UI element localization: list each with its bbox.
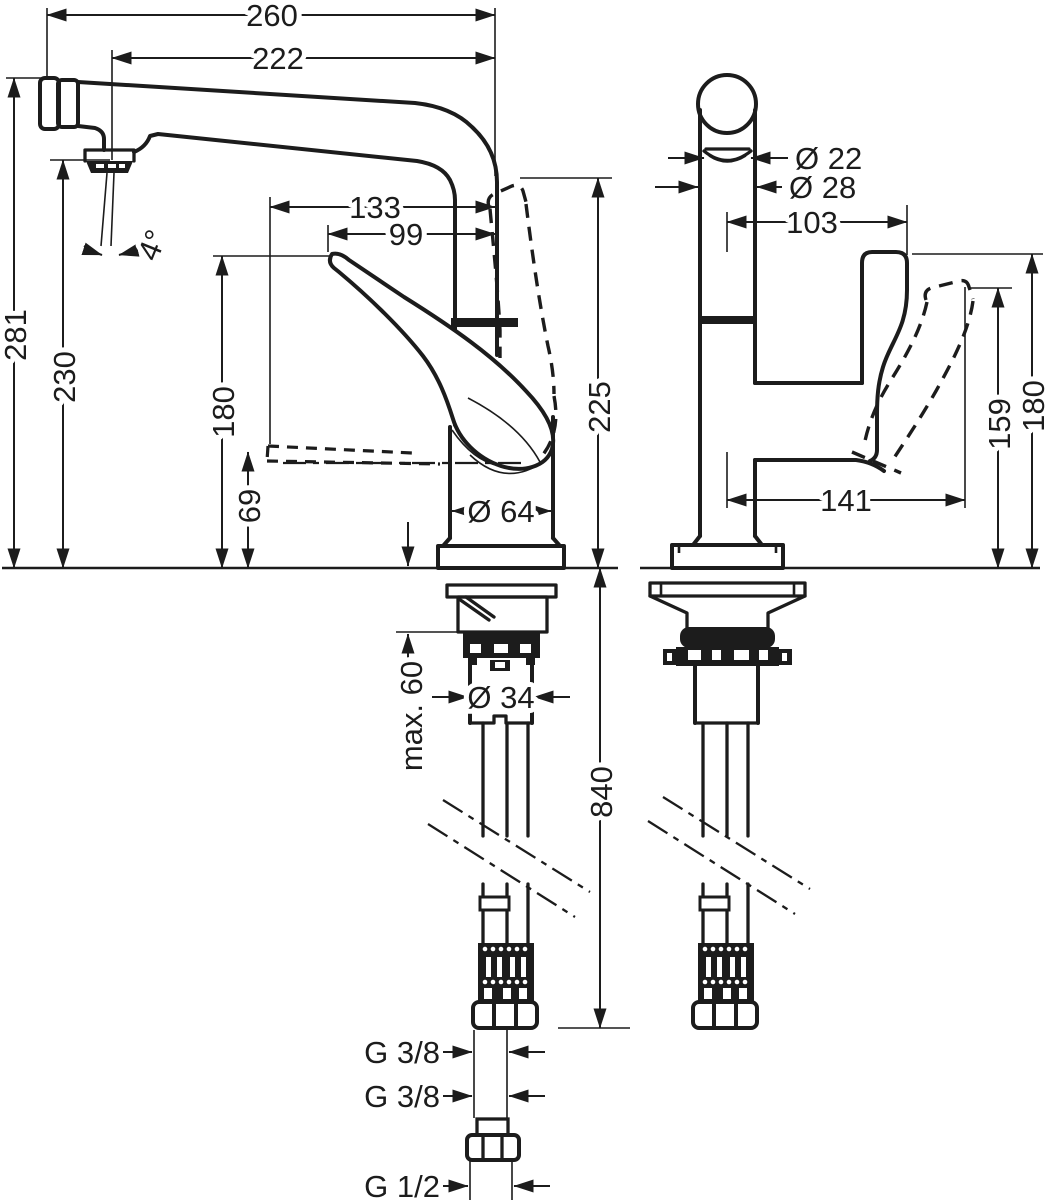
water-stream-angle: 4°	[81, 172, 179, 270]
dim-handle-clearance: 69	[232, 489, 267, 523]
dim-overall-depth: 260	[246, 0, 298, 33]
dim-hose-length: 840	[584, 766, 619, 818]
break-line	[647, 820, 796, 915]
dim-handle-height: 180	[1016, 380, 1047, 432]
cartridge-joint-band	[700, 316, 755, 324]
front-lower-fitting	[465, 1030, 521, 1200]
side-dimensions: Ø 22 Ø 28 103 141 159 180	[655, 136, 1047, 569]
dim-handle-tip-height: 180	[206, 386, 241, 438]
dim-handle-reach: 133	[349, 190, 401, 225]
front-view: 4°	[0, 0, 630, 1200]
dim-overall-height: 281	[0, 309, 33, 361]
dim-hose-connection-1: G 3/8	[364, 1035, 440, 1070]
side-supply-hoses	[647, 721, 811, 1030]
break-line	[442, 799, 591, 893]
side-handle-lever	[860, 250, 909, 463]
side-outline	[670, 73, 909, 570]
dim-stream-angle: 4°	[131, 225, 175, 266]
dim-spout-pipe-diameter: Ø 28	[789, 170, 856, 205]
break-line	[662, 796, 811, 890]
dim-handle-reach-raised: 99	[389, 217, 423, 252]
front-mounting-hardware	[445, 583, 558, 725]
break-line	[427, 823, 576, 918]
dim-aerator-height: 230	[47, 351, 82, 403]
front-dimensions: 260 222 133 99 281 230 180 69 225 840 Ø …	[0, 0, 630, 1200]
cartridge-joint-band	[451, 318, 518, 327]
side-handle-dashed-open	[851, 278, 975, 475]
dim-handle-offset: 103	[786, 205, 838, 240]
dim-handle-height-open: 159	[982, 398, 1017, 450]
side-mounting-hardware	[648, 581, 807, 725]
side-view: Ø 22 Ø 28 103 141 159 180	[647, 73, 1047, 1030]
dim-height-above-deck: 225	[582, 381, 617, 433]
dim-hole-diameter: Ø 34	[467, 680, 534, 715]
dim-body-diameter: Ø 64	[467, 494, 534, 529]
front-handle-dashed-horizontal	[265, 444, 523, 466]
dim-aerator-diameter: Ø 22	[795, 141, 862, 176]
dim-hose-connection-2: G 3/8	[364, 1079, 440, 1114]
front-supply-hoses	[427, 721, 591, 1030]
dim-handle-depth: 141	[820, 483, 872, 518]
dim-max-deck-thickness: max. 60	[394, 661, 429, 771]
dim-shank-thread: G 1/2	[364, 1169, 440, 1200]
dim-spout-reach: 222	[252, 41, 304, 76]
front-handle-lever	[327, 251, 556, 471]
